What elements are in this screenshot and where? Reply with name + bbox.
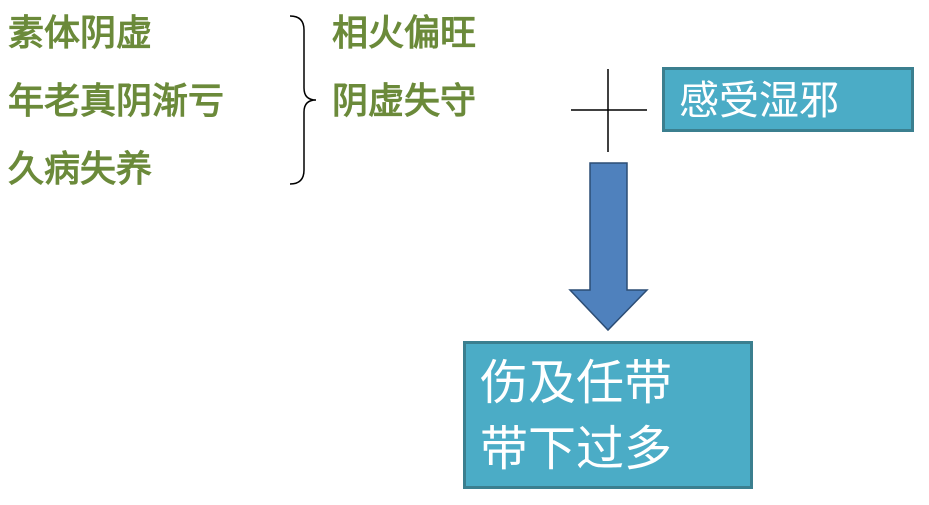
outcome-line-2: 带下过多 [480, 421, 673, 477]
down-arrow-icon [568, 162, 649, 332]
external-factor-box: 感受湿邪 [662, 67, 914, 132]
result-2: 阴虚失守 [332, 81, 477, 122]
cause-3: 久病失养 [8, 149, 153, 190]
cause-2: 年老真阴渐亏 [8, 81, 225, 122]
outcome-line-1: 伤及任带 [480, 355, 673, 411]
outcome-box: 伤及任带 带下过多 [463, 341, 753, 489]
cause-1: 素体阴虚 [8, 13, 153, 54]
result-1: 相火偏旺 [332, 13, 477, 54]
brace-icon [289, 15, 317, 185]
